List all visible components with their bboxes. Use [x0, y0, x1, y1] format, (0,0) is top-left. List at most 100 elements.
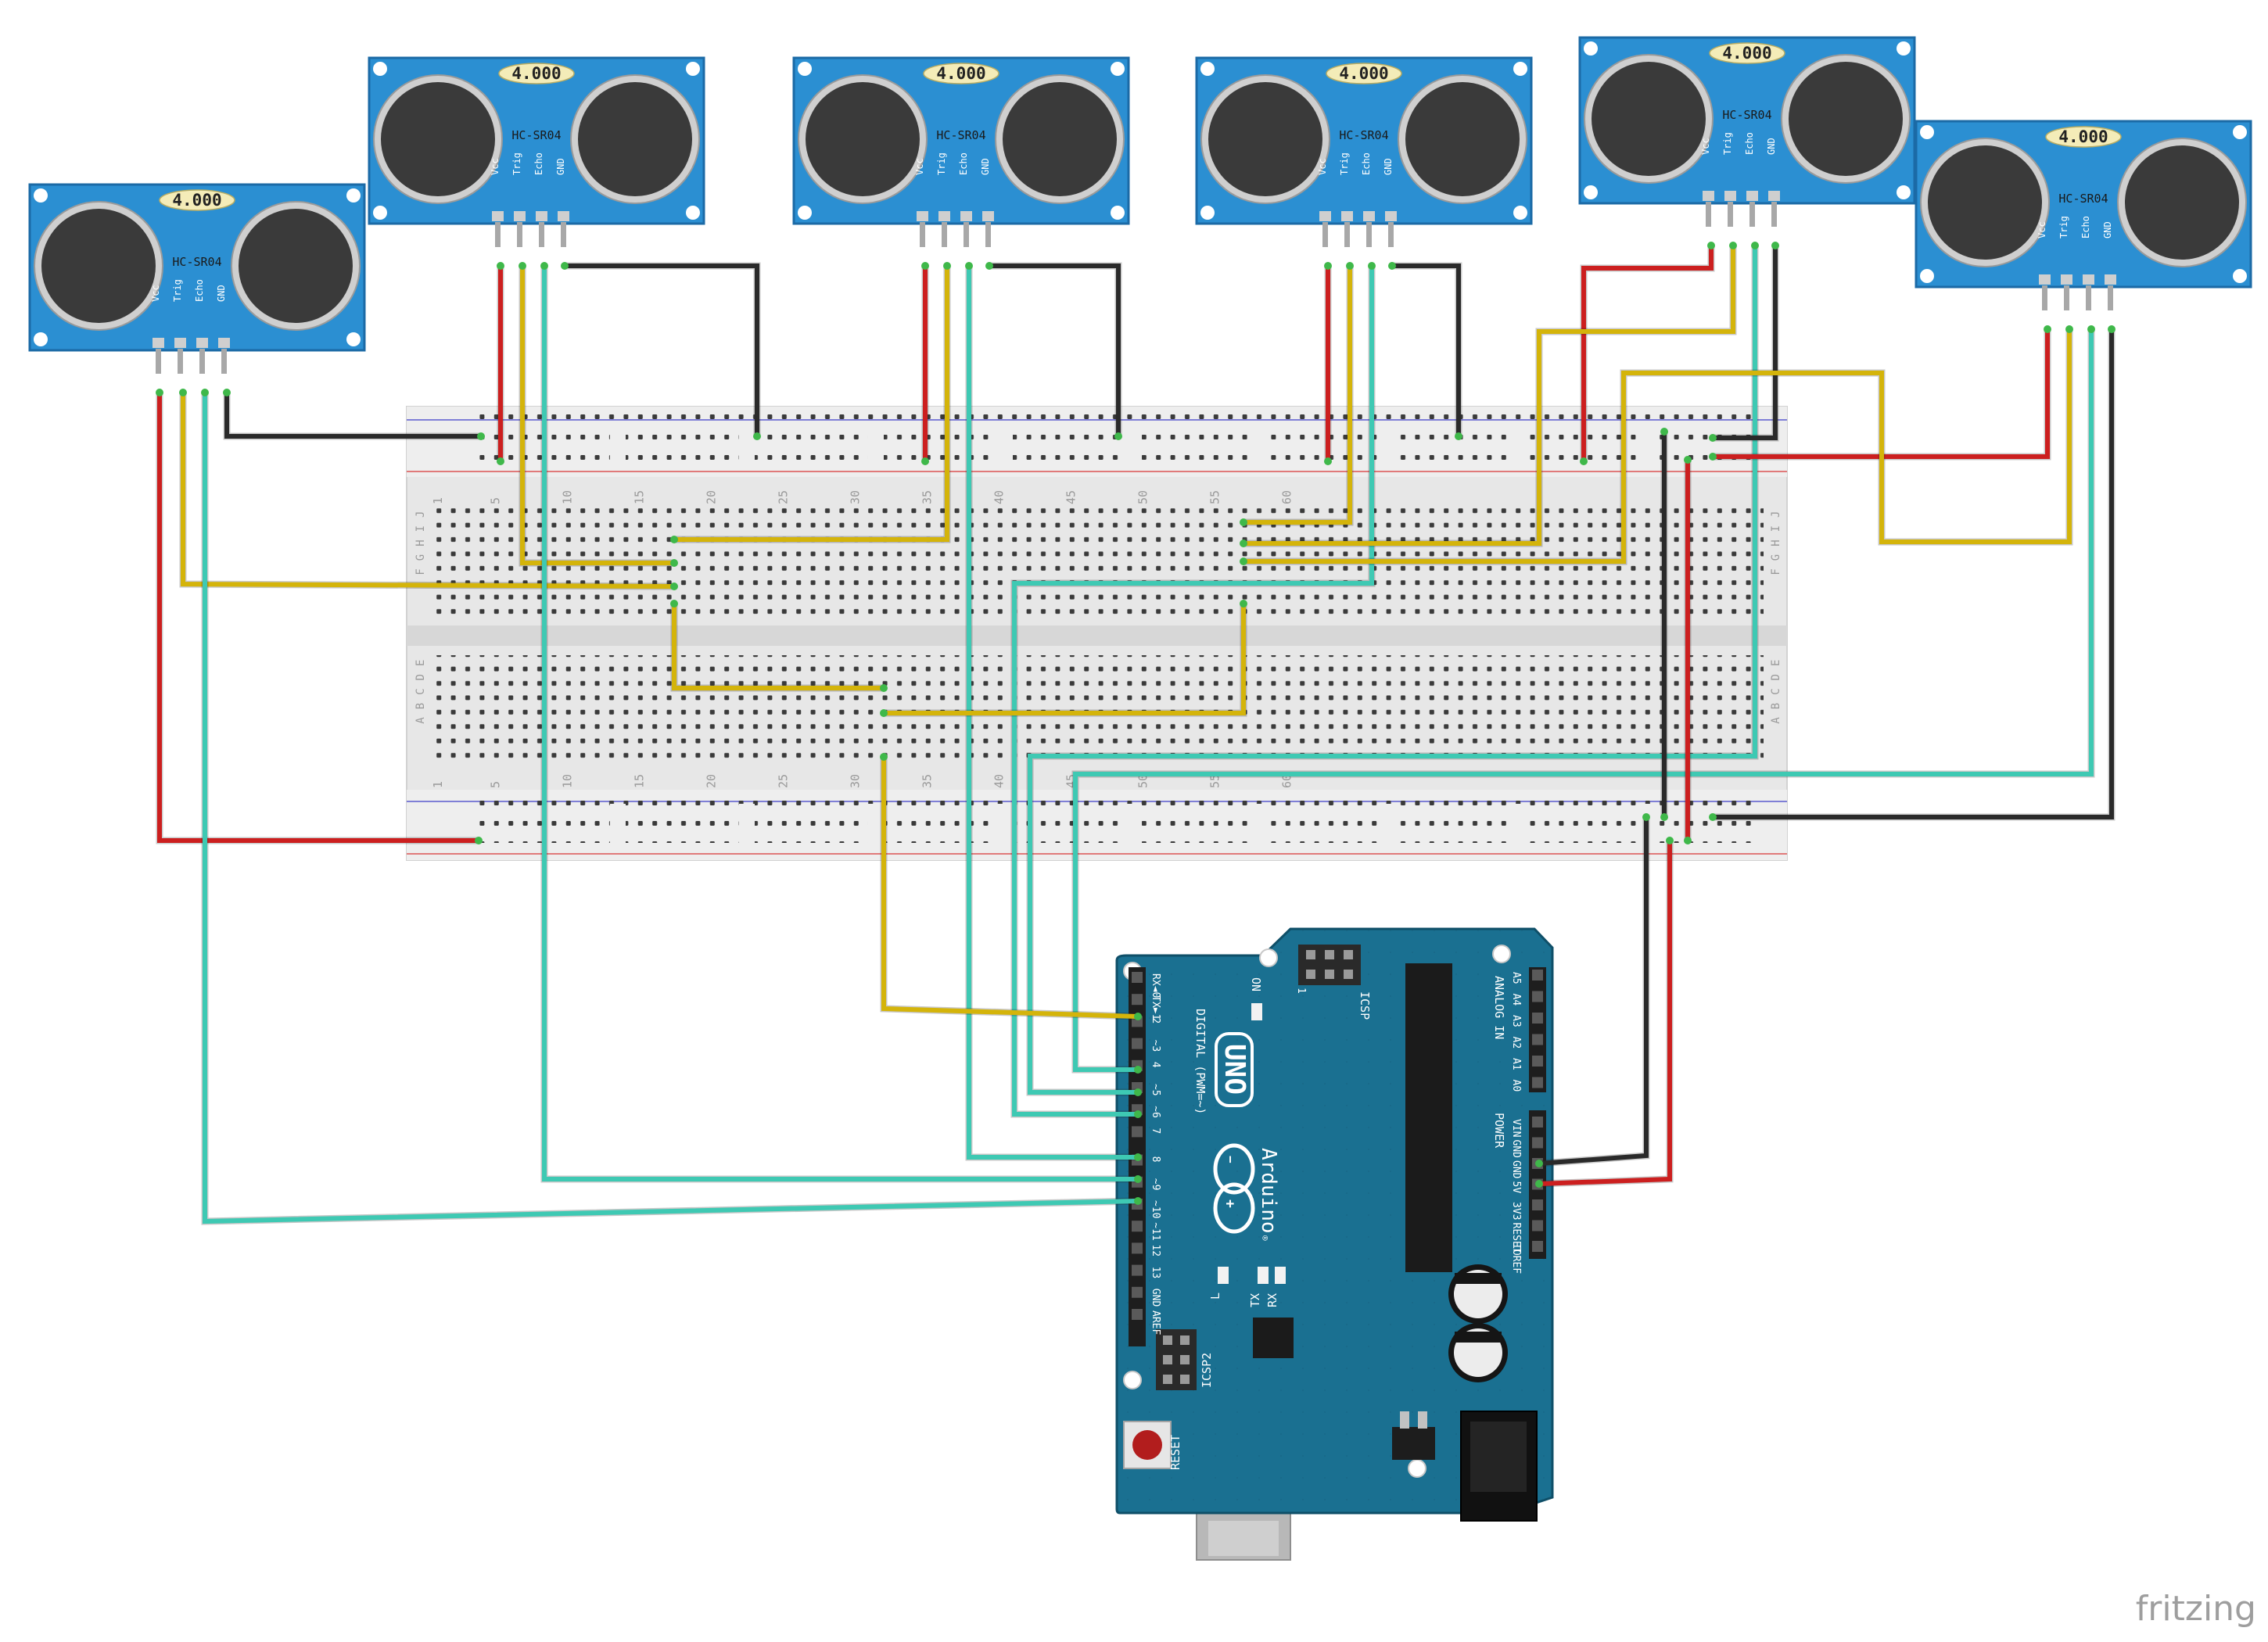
jumper-wire-trigger[interactable]: [519, 262, 678, 567]
digital-pin-socket[interactable]: [1132, 972, 1143, 983]
jumper-wire-power[interactable]: [921, 262, 929, 465]
sensor-pin[interactable]: [2086, 285, 2091, 310]
jumper-wire-trigger[interactable]: [670, 600, 888, 692]
jumper-wire-power[interactable]: [497, 262, 504, 465]
wire-endpoint[interactable]: [1684, 456, 1692, 464]
sensor-pin[interactable]: [156, 349, 161, 374]
wire-endpoint[interactable]: [540, 262, 548, 270]
wire-endpoint[interactable]: [1660, 813, 1668, 821]
wire-endpoint[interactable]: [477, 432, 485, 440]
wire-endpoint[interactable]: [2087, 325, 2095, 333]
sensor-pin[interactable]: [199, 349, 205, 374]
jumper-wire-ground[interactable]: [561, 262, 761, 440]
analog-pin-socket[interactable]: [1532, 1013, 1543, 1024]
wire-endpoint[interactable]: [156, 389, 163, 396]
jumper-wire-echo[interactable]: [965, 262, 1142, 1161]
jumper-wire-echo[interactable]: [201, 389, 1142, 1225]
jumper-wire-power[interactable]: [1324, 262, 1332, 465]
digital-pin-socket[interactable]: [1132, 1242, 1143, 1254]
wire-endpoint[interactable]: [965, 262, 973, 270]
wire-endpoint[interactable]: [1709, 813, 1717, 821]
wire-endpoint[interactable]: [1771, 242, 1779, 249]
jumper-wire-echo[interactable]: [1026, 242, 1759, 1096]
wire-endpoint[interactable]: [1324, 457, 1332, 465]
jumper-wire-ground[interactable]: [985, 262, 1122, 440]
wire-endpoint[interactable]: [497, 457, 504, 465]
jumper-wire-trigger[interactable]: [1240, 262, 1354, 526]
analog-pin-socket[interactable]: [1532, 970, 1543, 981]
sensor-pin[interactable]: [561, 222, 566, 247]
jumper-wire-power[interactable]: [1535, 837, 1674, 1188]
digital-pin-socket[interactable]: [1132, 1038, 1143, 1049]
sensor-pin[interactable]: [221, 349, 227, 374]
wire-endpoint[interactable]: [670, 559, 678, 567]
wire-endpoint[interactable]: [1535, 1160, 1543, 1167]
wire-endpoint[interactable]: [1666, 837, 1674, 844]
wire-endpoint[interactable]: [1388, 262, 1396, 270]
wire-endpoint[interactable]: [921, 262, 929, 270]
wire-endpoint[interactable]: [1751, 242, 1759, 249]
sensor-pin[interactable]: [539, 222, 544, 247]
sensor-pin[interactable]: [2108, 285, 2113, 310]
digital-pin-socket[interactable]: [1132, 1286, 1143, 1298]
reset-button-cap[interactable]: [1132, 1430, 1162, 1460]
sensor-pin[interactable]: [964, 222, 969, 247]
sensor-pin[interactable]: [1728, 202, 1733, 227]
analog-pin-socket[interactable]: [1532, 991, 1543, 1002]
digital-pin-socket[interactable]: [1132, 994, 1143, 1006]
sensor-pin[interactable]: [942, 222, 947, 247]
jumper-wire-echo[interactable]: [1010, 262, 1376, 1118]
jumper-wire-power[interactable]: [1580, 242, 1715, 465]
wire-endpoint[interactable]: [1114, 432, 1122, 440]
wire-endpoint[interactable]: [1134, 1175, 1142, 1183]
terminal-strip-bottom[interactable]: [434, 655, 1764, 765]
wire-endpoint[interactable]: [880, 709, 888, 717]
jumper-wire-ground[interactable]: [223, 389, 485, 440]
jumper-wire-trigger[interactable]: [179, 389, 678, 590]
power-pin-socket[interactable]: [1532, 1137, 1543, 1149]
wire-endpoint[interactable]: [223, 389, 231, 396]
sensor-pin[interactable]: [1322, 222, 1328, 247]
wire-endpoint[interactable]: [1684, 837, 1692, 844]
wire-endpoint[interactable]: [1580, 457, 1588, 465]
wire-endpoint[interactable]: [201, 389, 209, 396]
wire-endpoint[interactable]: [1240, 540, 1247, 547]
power-rail-top[interactable]: [473, 414, 1756, 461]
sensor-pin[interactable]: [920, 222, 925, 247]
wire-endpoint[interactable]: [179, 389, 187, 396]
digital-pin-socket[interactable]: [1132, 1221, 1143, 1232]
wire-endpoint[interactable]: [1134, 1088, 1142, 1096]
jumper-wire-echo[interactable]: [540, 262, 1142, 1183]
sensor-pin[interactable]: [2064, 285, 2069, 310]
jumper-wire-trigger[interactable]: [880, 600, 1247, 717]
wire-endpoint[interactable]: [2108, 325, 2115, 333]
jumper-wire-ground[interactable]: [1535, 813, 1650, 1167]
digital-pin-socket[interactable]: [1132, 1126, 1143, 1138]
wire-endpoint[interactable]: [2044, 325, 2051, 333]
power-pin-socket[interactable]: [1532, 1199, 1543, 1210]
power-pin-socket[interactable]: [1532, 1220, 1543, 1232]
jumper-wire-power[interactable]: [1684, 456, 1692, 844]
sensor-pin[interactable]: [178, 349, 183, 374]
power-pin-socket[interactable]: [1532, 1241, 1543, 1252]
wire-endpoint[interactable]: [943, 262, 951, 270]
jumper-wire-power[interactable]: [1709, 325, 2051, 461]
digital-pin-socket[interactable]: [1132, 1264, 1143, 1276]
wire-endpoint[interactable]: [1134, 1013, 1142, 1020]
jumper-wire-trigger[interactable]: [670, 262, 951, 543]
wire-endpoint[interactable]: [1642, 813, 1650, 821]
jumper-wire-trigger[interactable]: [1240, 325, 2073, 565]
wire-endpoint[interactable]: [1455, 432, 1462, 440]
sensor-pin[interactable]: [1366, 222, 1372, 247]
wire-endpoint[interactable]: [1240, 557, 1247, 565]
wire-endpoint[interactable]: [1709, 434, 1717, 442]
jumper-wire-trigger[interactable]: [880, 753, 1142, 1020]
jumper-wire-ground[interactable]: [1660, 428, 1668, 821]
wire-endpoint[interactable]: [1346, 262, 1354, 270]
wire-endpoint[interactable]: [670, 583, 678, 590]
sensor-pin[interactable]: [517, 222, 522, 247]
wire-endpoint[interactable]: [1729, 242, 1737, 249]
wire-endpoint[interactable]: [1368, 262, 1376, 270]
power-rail-bottom[interactable]: [473, 796, 1756, 843]
jumper-wire-ground[interactable]: [1388, 262, 1462, 440]
